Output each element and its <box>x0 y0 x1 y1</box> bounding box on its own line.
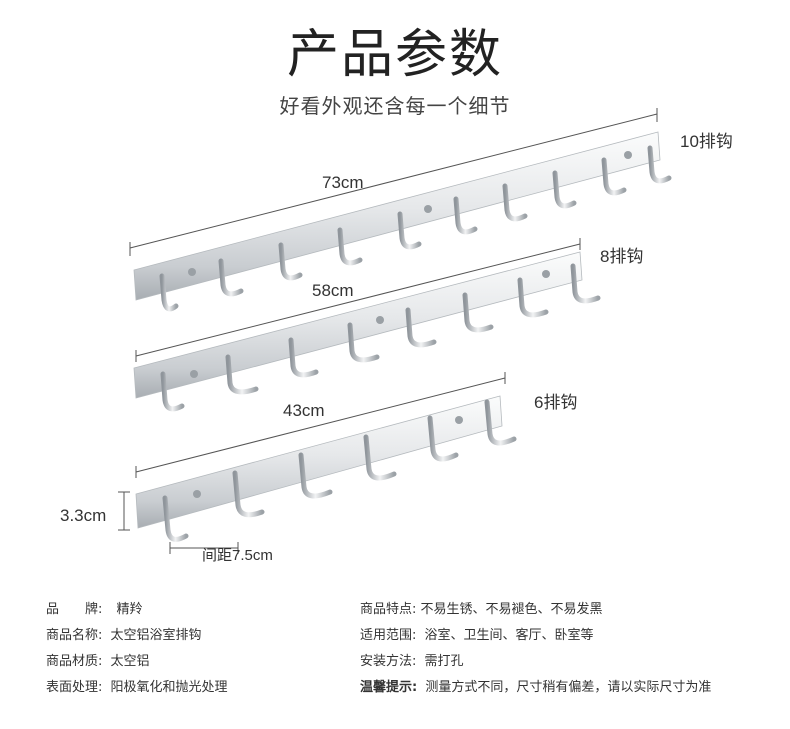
spec-key: 温馨提示: <box>360 680 418 695</box>
spec-value: 精羚 <box>116 602 143 617</box>
spec-key: 安装方法: <box>360 654 417 669</box>
spec-brand: 品 牌: 精羚 <box>46 598 143 617</box>
screw-hole <box>188 268 196 276</box>
screw-hole <box>455 416 463 424</box>
screw-hole <box>190 370 198 378</box>
spec-usage: 适用范围: 浴室、卫生间、客厅、卧室等 <box>360 624 594 643</box>
spacing-label: 间距7.5cm <box>202 547 273 564</box>
spec-product-name: 商品名称: 太空铝浴室排钩 <box>46 624 202 643</box>
spec-key: 表面处理: <box>46 680 103 695</box>
spec-tip: 温馨提示: 测量方式不同，尺寸稍有偏差，请以实际尺寸为准 <box>360 676 711 695</box>
spec-key: 商品名称: <box>46 628 103 643</box>
spec-material: 商品材质: 太空铝 <box>46 650 150 669</box>
screw-hole <box>424 205 432 213</box>
screw-hole <box>624 151 632 159</box>
spec-key: 品 牌: <box>46 602 103 617</box>
rack-plate <box>135 395 503 529</box>
screw-hole <box>542 270 550 278</box>
rack-plate <box>133 131 661 301</box>
dimension-line-43 <box>135 377 506 473</box>
rack-6-hooks: 43cm 6排钩 <box>135 372 577 542</box>
rack-plate <box>133 251 583 399</box>
spec-key: 商品材质: <box>46 654 103 669</box>
height-dimension: 3.3cm <box>60 491 130 531</box>
hook-count-label-10: 10排钩 <box>680 132 733 151</box>
hooks-group <box>160 263 601 412</box>
page-subtitle: 好看外观还含每一个细节 <box>279 94 511 118</box>
spacing-dimension: 间距7.5cm <box>169 542 273 564</box>
spec-key: 适用范围: <box>360 628 417 643</box>
spec-value: 阳极氧化和抛光处理 <box>110 680 228 695</box>
hook-count-label-6: 6排钩 <box>534 393 577 412</box>
page-title: 产品参数 <box>286 25 503 85</box>
hooks-group <box>159 145 672 312</box>
spec-value: 太空铝 <box>110 654 150 669</box>
length-label-58: 58cm <box>312 281 354 300</box>
hooks-group <box>162 399 517 542</box>
rack-10-hooks: 73cm 10排钩 <box>129 108 733 312</box>
spec-value: 太空铝浴室排钩 <box>110 628 202 643</box>
screw-hole <box>193 490 201 498</box>
dimension-line-58 <box>135 243 581 357</box>
length-label-43: 43cm <box>283 401 325 420</box>
height-label: 3.3cm <box>60 506 106 525</box>
hook-count-label-8: 8排钩 <box>600 247 643 266</box>
screw-hole <box>376 316 384 324</box>
spec-key: 商品特点: <box>360 602 417 617</box>
spec-value: 测量方式不同，尺寸稍有偏差，请以实际尺寸为准 <box>425 680 712 695</box>
spec-features: 商品特点: 不易生锈、不易褪色、不易发黑 <box>360 598 603 617</box>
length-label-73: 73cm <box>322 173 364 192</box>
spec-value: 不易生锈、不易褪色、不易发黑 <box>420 602 603 617</box>
spec-value: 需打孔 <box>424 654 464 669</box>
spec-install: 安装方法: 需打孔 <box>360 650 464 669</box>
dimension-line-73 <box>129 113 658 249</box>
rack-8-hooks: 58cm 8排钩 <box>133 238 643 412</box>
spec-surface: 表面处理: 阳极氧化和抛光处理 <box>46 676 228 695</box>
spec-value: 浴室、卫生间、客厅、卧室等 <box>424 628 594 643</box>
